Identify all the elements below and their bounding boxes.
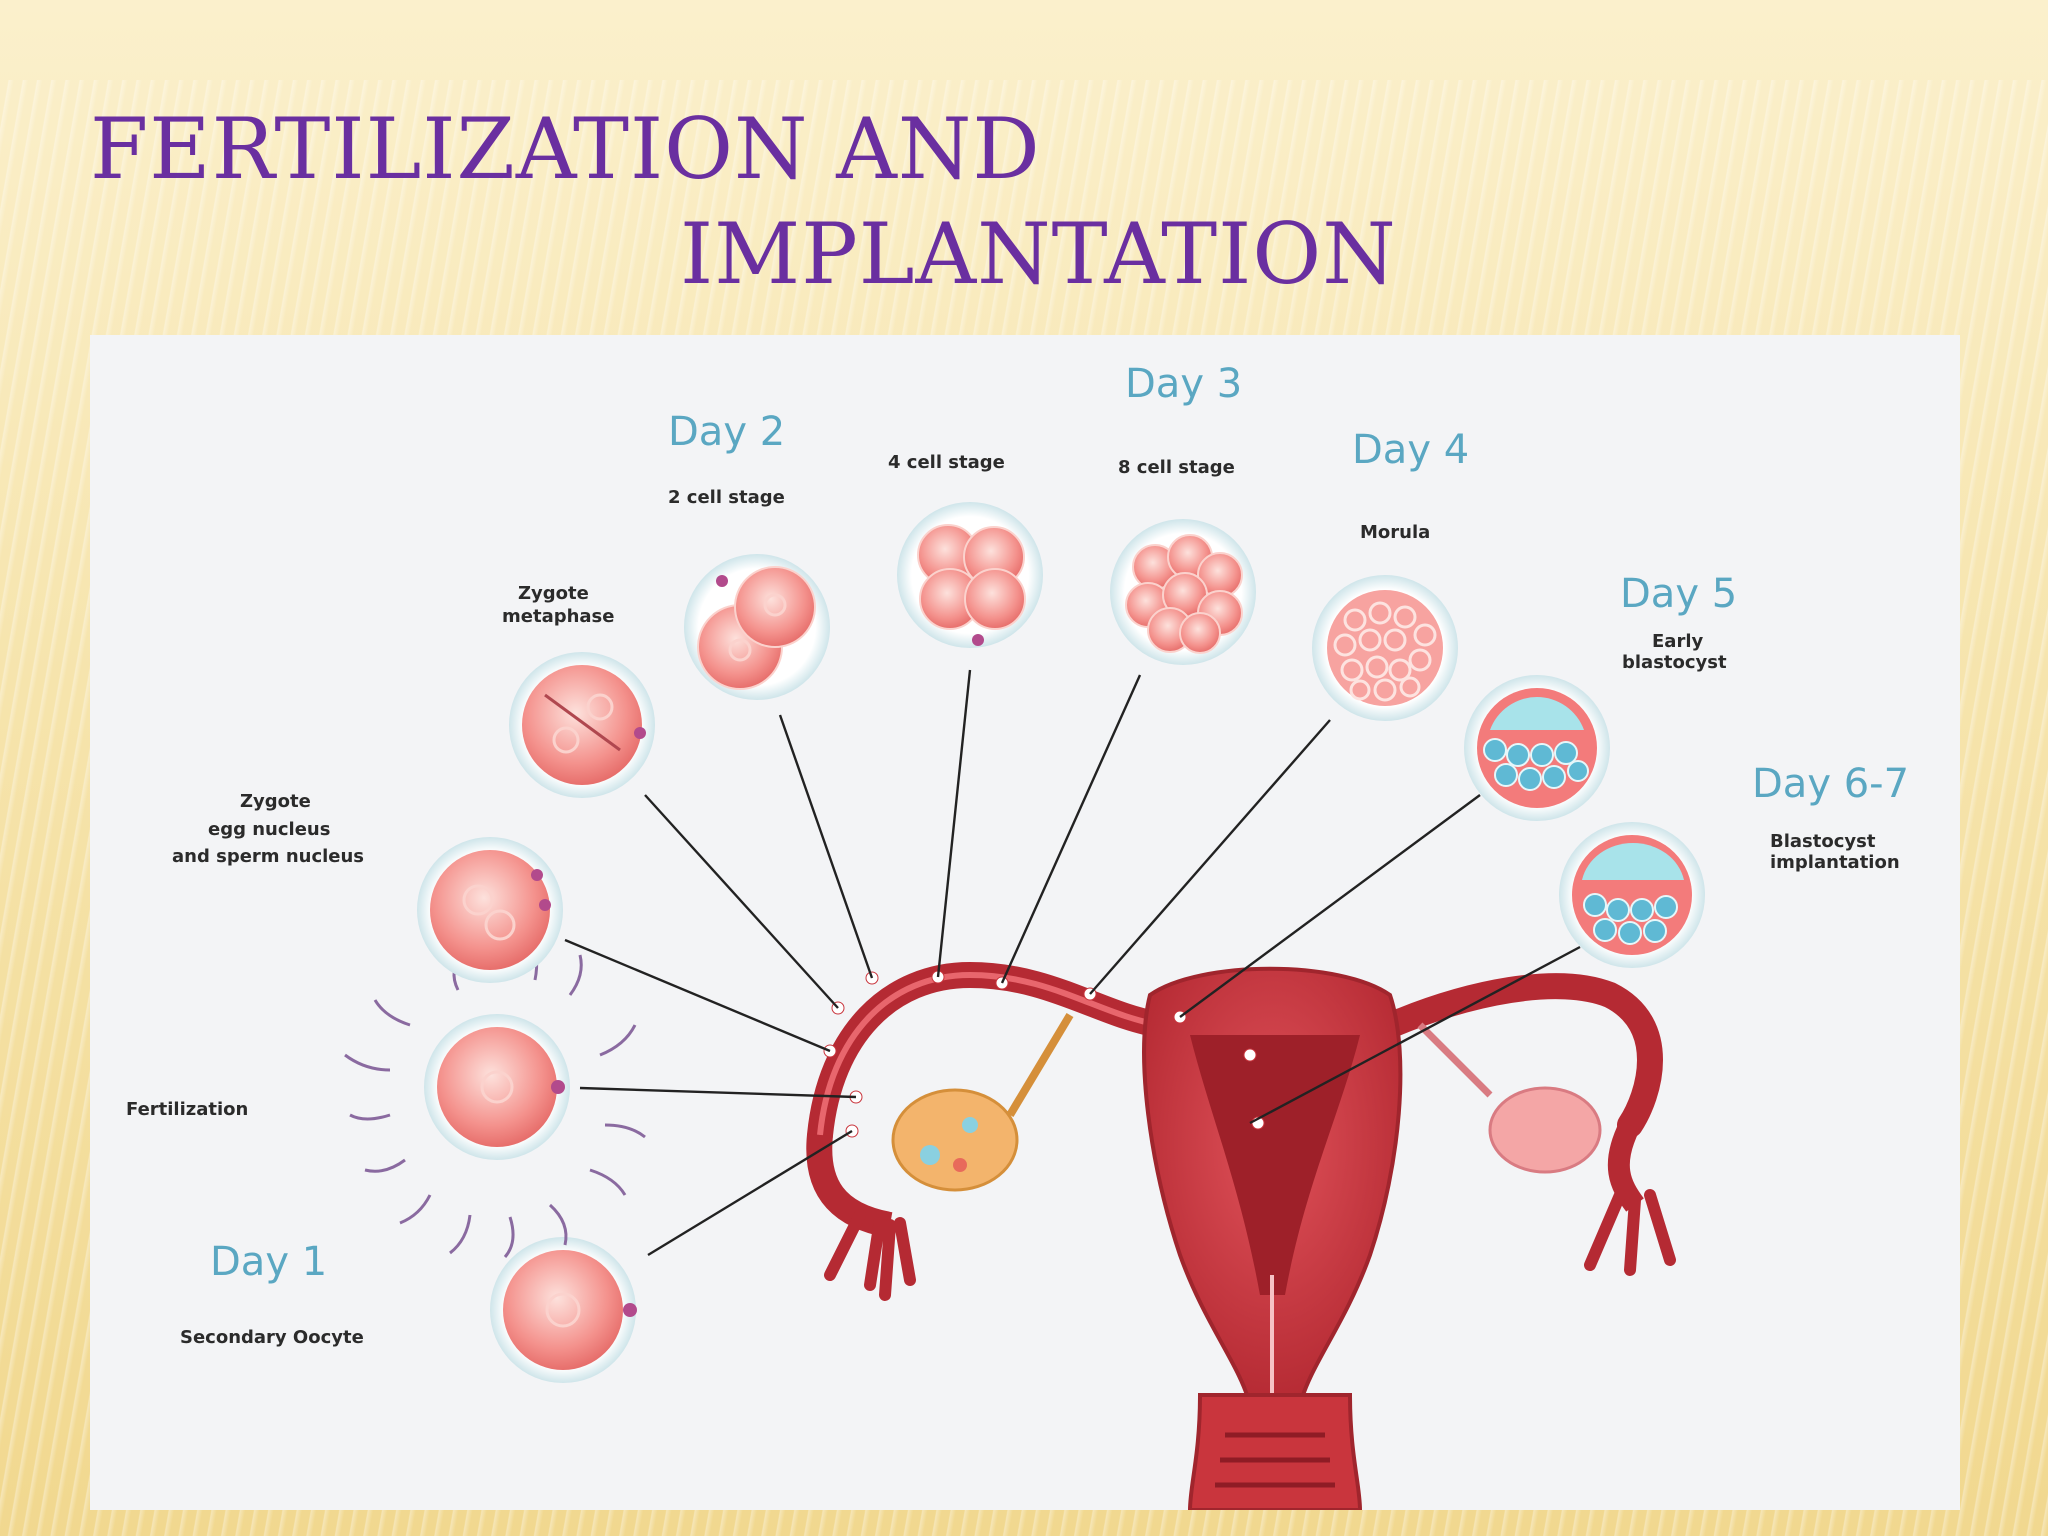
day-3-label: Day 3 xyxy=(1125,361,1242,407)
right-ovary xyxy=(1488,1086,1602,1174)
diagram-panel: Day 1 Secondary Oocyte Fertilization Zyg… xyxy=(90,335,1960,1512)
stage-blastocyst-implantation xyxy=(1559,822,1705,968)
day-1-label: Day 1 xyxy=(210,1239,327,1285)
early-blastocyst-label-2: blastocyst xyxy=(1622,652,1727,673)
stage-zygote-nuclei xyxy=(417,837,563,983)
uterus-illustration xyxy=(806,961,1676,1512)
stage-morula xyxy=(1312,575,1458,721)
early-blastocyst-label-1: Early xyxy=(1652,631,1703,652)
zygote-metaphase-label-1: Zygote xyxy=(518,583,589,604)
stage-8-cell xyxy=(1110,519,1256,665)
day-4-label: Day 4 xyxy=(1352,427,1469,473)
stage-fertilization xyxy=(344,938,646,1258)
fertilization-label: Fertilization xyxy=(126,1099,248,1120)
sperm-nucleus-label: and sperm nucleus xyxy=(172,846,364,867)
morula-label: Morula xyxy=(1360,522,1430,543)
zygote-label: Zygote xyxy=(240,791,311,812)
stage-zygote-metaphase xyxy=(509,652,655,798)
title-line-2: IMPLANTATION xyxy=(680,205,1397,303)
zygote-metaphase-label-2: metaphase xyxy=(502,606,614,627)
stage-early-blastocyst xyxy=(1464,675,1610,821)
title-line-1: FERTILIZATION AND xyxy=(90,100,1041,198)
4-cell-stage-label: 4 cell stage xyxy=(888,452,1005,473)
secondary-oocyte-label: Secondary Oocyte xyxy=(180,1327,364,1348)
left-ovary xyxy=(891,1088,1019,1192)
day-6-7-label: Day 6-7 xyxy=(1752,761,1909,807)
connector-lines xyxy=(564,669,1581,1257)
stage-secondary-oocyte xyxy=(490,1237,637,1383)
stage-2-cell xyxy=(684,554,830,700)
day-2-label: Day 2 xyxy=(668,409,785,455)
8-cell-stage-label: 8 cell stage xyxy=(1118,457,1235,478)
stage-4-cell xyxy=(897,502,1043,648)
blastocyst-implantation-label-2: implantation xyxy=(1770,852,1900,873)
2-cell-stage-label: 2 cell stage xyxy=(668,487,785,508)
day-5-label: Day 5 xyxy=(1620,571,1737,617)
egg-nucleus-label: egg nucleus xyxy=(208,819,330,840)
blastocyst-implantation-label-1: Blastocyst xyxy=(1770,831,1876,852)
fertilization-diagram: Day 1 Secondary Oocyte Fertilization Zyg… xyxy=(126,361,1909,1512)
